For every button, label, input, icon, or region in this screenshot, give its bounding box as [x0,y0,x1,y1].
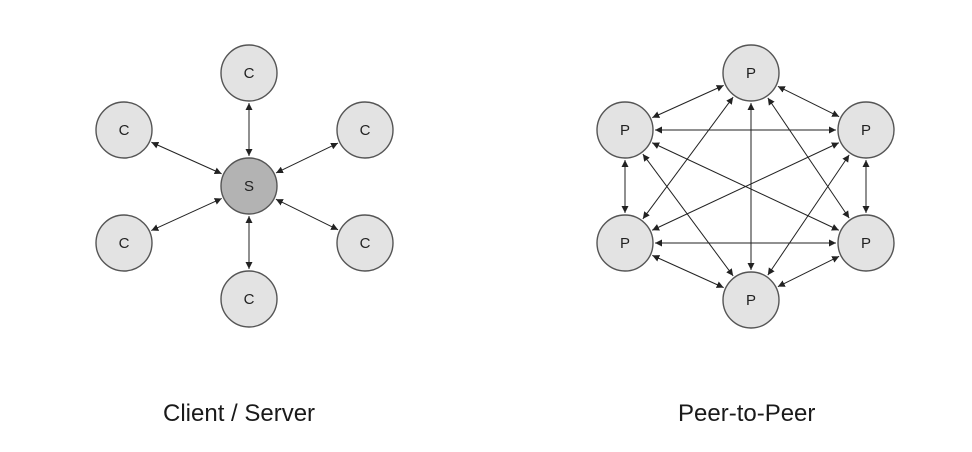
client-node-5: C [95,214,153,272]
client-node-5-label: C [119,235,130,252]
peer-node-5-circle [596,214,654,272]
peer-to-peer-diagram: P P P P P P [596,44,895,329]
client-node-4: C [220,270,278,328]
peer-node-5: P [596,214,654,272]
client-node-2-label: C [360,122,371,139]
client-node-4-label: C [244,291,255,308]
peer-node-2: P [837,101,895,159]
peer-node-4: P [722,271,780,329]
client-server-diagram: C C C C C C S [95,44,394,328]
client-node-3-circle [336,214,394,272]
p2p-edge-4-5 [652,254,724,289]
peer-node-2-circle [837,101,895,159]
p2p-edge-3-4 [777,255,840,288]
client-node-3: C [336,214,394,272]
peer-node-6-circle [596,101,654,159]
peer-node-3-label: P [861,235,871,252]
server-node-label: S [244,178,254,195]
cs-edge-3 [275,198,339,231]
client-node-2: C [336,101,394,159]
client-node-1: C [220,44,278,102]
client-node-3-label: C [360,235,371,252]
client-node-5-circle [95,214,153,272]
peer-node-6: P [596,101,654,159]
client-node-1-circle [220,44,278,102]
peer-to-peer-caption: Peer-to-Peer [678,400,816,427]
client-server-caption: Client / Server [163,400,316,427]
peer-node-1: P [722,44,780,102]
peer-node-1-circle [722,44,780,102]
client-node-2-circle [336,101,394,159]
p2p-edge-4-6 [642,153,734,277]
peer-node-5-label: P [620,235,630,252]
client-node-4-circle [220,270,278,328]
peer-node-4-label: P [746,292,756,309]
client-node-6-label: C [119,122,130,139]
p2p-edge-1-2 [777,85,840,118]
cs-edge-2 [275,142,339,174]
peer-node-4-circle [722,271,780,329]
p2p-edge-1-6 [652,84,724,119]
server-node-circle [220,157,278,215]
server-node: S [220,157,278,215]
peer-node-2-label: P [861,122,871,139]
peer-node-3: P [837,214,895,272]
cs-edge-6 [151,141,222,175]
peer-node-6-label: P [620,122,630,139]
cs-edge-5 [151,197,222,232]
client-node-6: C [95,101,153,159]
client-node-6-circle [95,101,153,159]
peer-node-3-circle [837,214,895,272]
peer-node-1-label: P [746,65,756,82]
client-node-1-label: C [244,65,255,82]
